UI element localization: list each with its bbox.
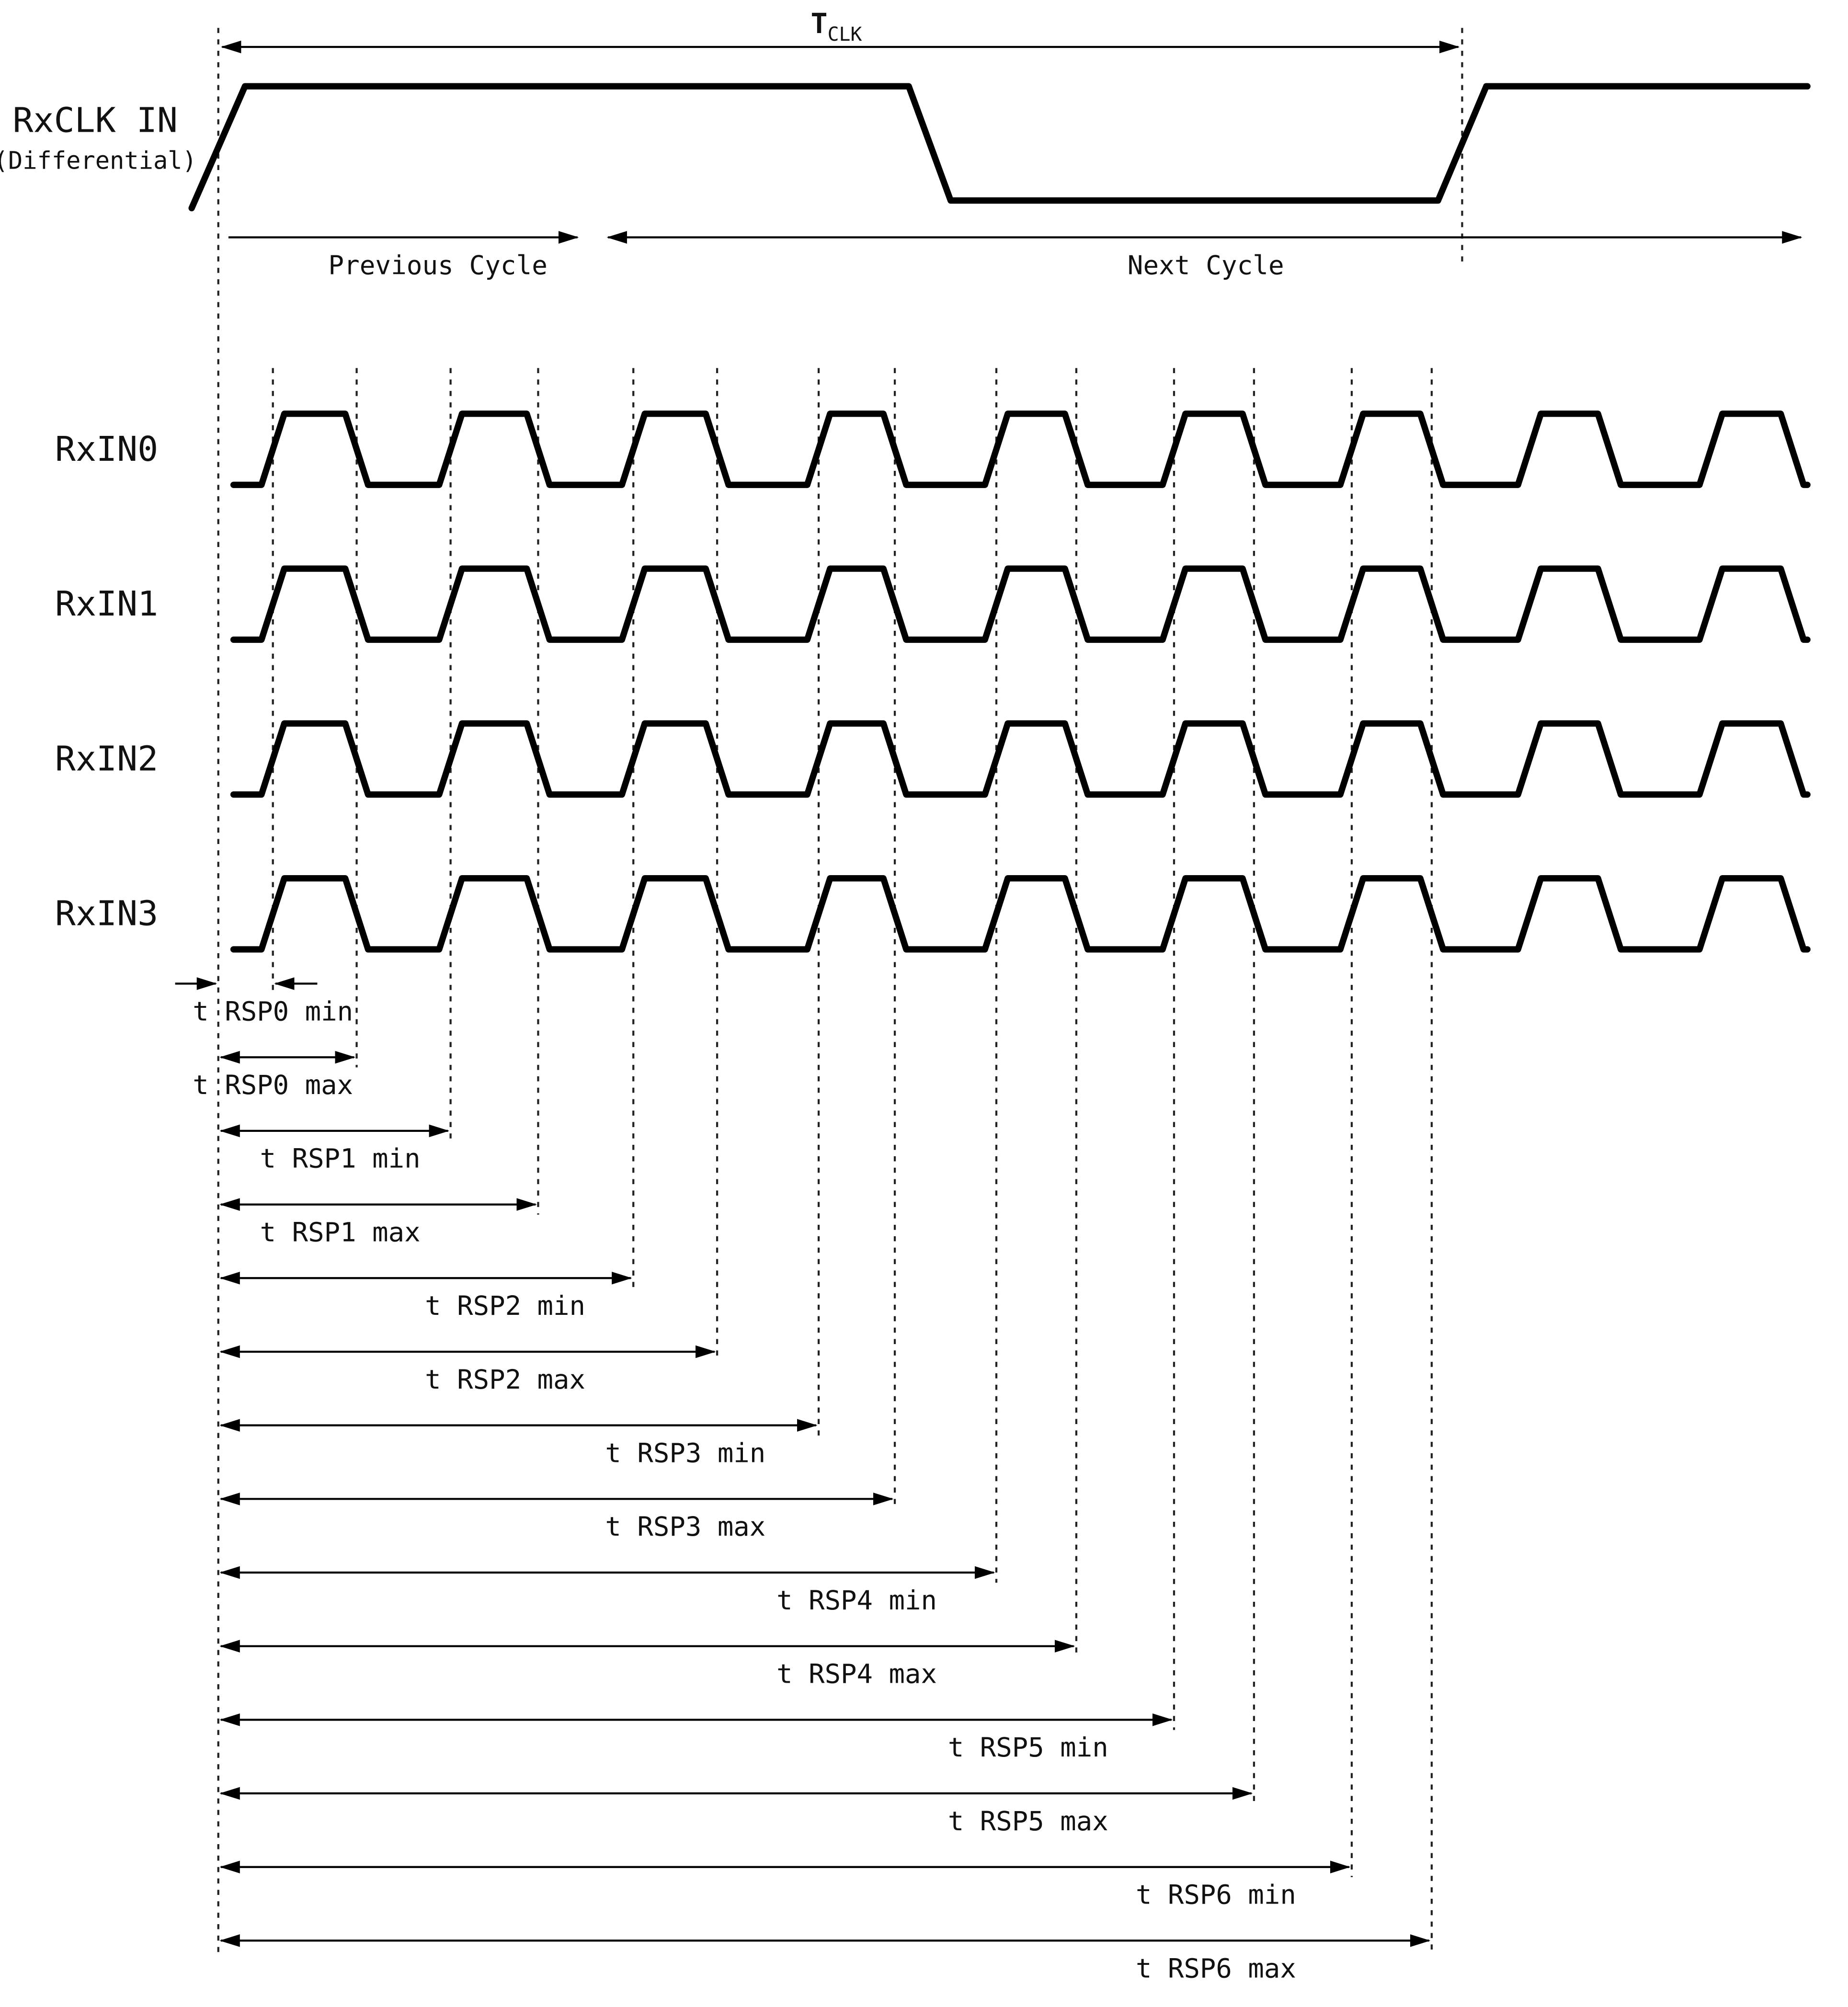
trsp3-min-label: t RSP3 min — [605, 1437, 765, 1469]
trsp6-max-label: t RSP6 max — [1136, 1953, 1296, 1984]
signal-label-rxin3: RxIN3 — [55, 894, 158, 934]
trsp4-min-label: t RSP4 min — [776, 1585, 937, 1616]
trsp4-max-label: t RSP4 max — [776, 1659, 937, 1690]
trsp2-max-label: t RSP2 max — [425, 1364, 585, 1395]
clock-signal-label: RxCLK IN — [12, 101, 178, 140]
rxin0-waveform — [230, 411, 1811, 488]
next-cycle-label: Next Cycle — [1128, 250, 1284, 280]
signal-label-rxin2: RxIN2 — [55, 739, 158, 778]
trsp2-min-label: t RSP2 min — [425, 1290, 585, 1322]
rxin1-waveform — [230, 565, 1811, 643]
signal-label-rxin1: RxIN1 — [55, 584, 158, 624]
trsp5-min-label: t RSP5 min — [948, 1732, 1108, 1763]
trsp1-max-label: t RSP1 max — [260, 1217, 421, 1248]
trsp1-min-label: t RSP1 min — [260, 1143, 421, 1175]
trsp0-min-label: t RSP0 min — [193, 996, 353, 1027]
signal-label-rxin0: RxIN0 — [55, 429, 158, 469]
rxclk-waveform — [188, 83, 1811, 212]
trsp6-min-label: t RSP6 min — [1136, 1880, 1296, 1911]
trsp5-max-label: t RSP5 max — [948, 1806, 1108, 1837]
trsp3-max-label: t RSP3 max — [605, 1511, 765, 1542]
rxin3-waveform — [230, 875, 1811, 953]
tclk-label: T — [811, 7, 828, 40]
tclk-label-sub: CLK — [828, 23, 862, 46]
trsp0-max-label: t RSP0 max — [193, 1070, 353, 1101]
rxin2-waveform — [230, 720, 1811, 798]
clock-differential-label: (Differential) — [0, 146, 197, 174]
previous-cycle-label: Previous Cycle — [328, 250, 548, 280]
